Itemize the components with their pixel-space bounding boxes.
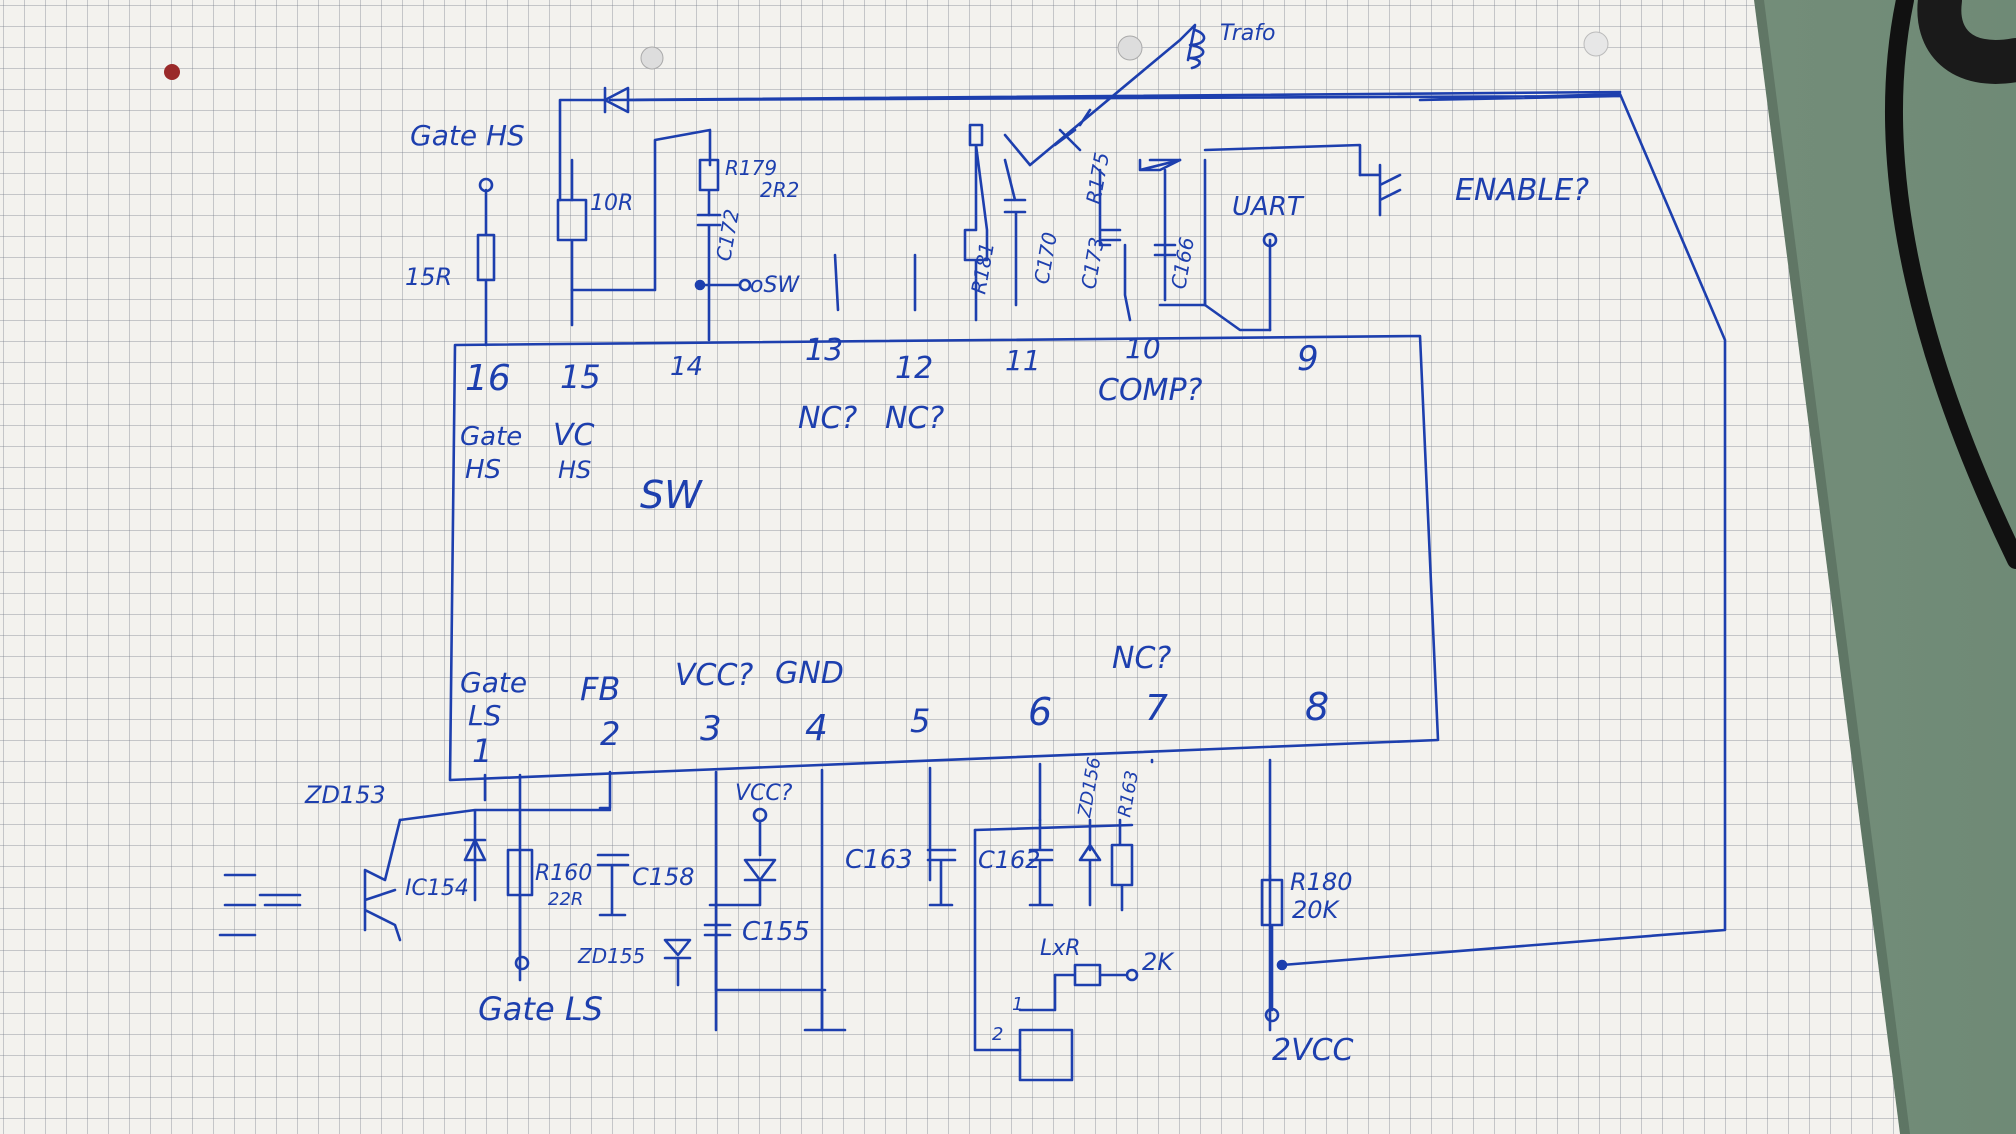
r179-label: R179 [725,156,777,180]
c162-label: C162 [978,846,1041,874]
pin-12-label: 12 [895,351,933,386]
pin-8-label: 8 [1305,685,1329,729]
c158-label: C158 [632,863,695,891]
r15-label: 15R [405,263,452,291]
pin-11-label: 11 [1005,344,1041,377]
osw-label: oSW [750,273,800,298]
r160-value: 22R [548,889,583,910]
c170-label: C170 [1029,230,1062,286]
pin-2-label: 2 [600,715,620,753]
gate-ls-pin-line1: Gate [460,666,527,699]
gate-ls-bottom-label: Gate LS [478,990,603,1028]
vc-hs-pin-line1: VC [553,418,595,453]
ic-body [448,334,1440,782]
pin-10-label: 10 [1125,332,1161,365]
pin-6-label: 6 [1028,690,1052,734]
r180-label: R180 [1290,868,1352,896]
pin-5-label: 5 [910,702,930,740]
zd153-label: ZD153 [304,781,386,809]
c155-label: C155 [742,917,810,947]
pin-13-label: 13 [805,333,843,368]
r180-value: 20K [1292,896,1341,924]
c173-label: C173 [1076,235,1109,291]
enable-label: ENABLE? [1455,173,1589,208]
punch-holes [164,31,1609,80]
r163-label: R163 [1114,769,1143,819]
nc-13-label: NC? [798,401,857,436]
vc-hs-pin-line2: HS [558,456,591,484]
node-2-label: 2 [992,1024,1003,1045]
pin-1-label: 1 [472,732,492,770]
2k-label: 2K [1142,948,1175,976]
vcc-bottom-label: 2VCC [1272,1033,1354,1068]
c166-label: C166 [1166,235,1199,291]
pin-7-label: 7 [1145,688,1168,729]
trafo-label: Trafo [1220,21,1275,46]
sw-pin-label: SW [640,473,703,517]
r179-value: 2R2 [760,178,799,202]
c163-label: C163 [845,845,913,875]
r175-label: R175 [1081,150,1114,205]
pin-15-label: 15 [560,358,601,396]
ic154-label: IC154 [405,876,469,901]
nc-12-label: NC? [885,401,944,436]
uart-label: UART [1232,192,1305,222]
gate-ls-pin-line2: LS [468,699,501,732]
r10-label: 10R [590,191,633,216]
gnd-label: GND [775,656,844,691]
zd156-label: ZD156 [1074,756,1105,820]
vcc-pin-label: VCC? [675,658,753,693]
gate-hs-label: Gate HS [410,119,525,152]
vcc-top-label: VCC? [735,781,793,806]
schematic-labels: Trafo Gate HS 15R 10R R179 2R2 C172 oSW … [304,21,1589,1068]
node-1-label: 1 [1012,994,1023,1015]
comp-label: COMP? [1098,373,1203,408]
lxr-label: LxR [1040,936,1081,961]
pin-4-label: 4 [805,708,828,749]
pin-9-label: 9 [1297,339,1319,379]
outer-loop-wire [628,92,1727,967]
gate-hs-pin-line1: Gate [460,422,522,452]
gate-hs-pin-line2: HS [465,455,501,485]
graph-paper-sheet [0,0,1900,1134]
nc-7-label: NC? [1112,641,1171,676]
r160-label: R160 [535,861,592,886]
zd155-label: ZD155 [577,944,645,968]
fb-label: FB [580,670,620,708]
r181-label: R181 [966,240,999,295]
pin-3-label: 3 [700,709,722,749]
pin-14-label: 14 [670,352,703,382]
pin-16-label: 16 [465,358,511,399]
